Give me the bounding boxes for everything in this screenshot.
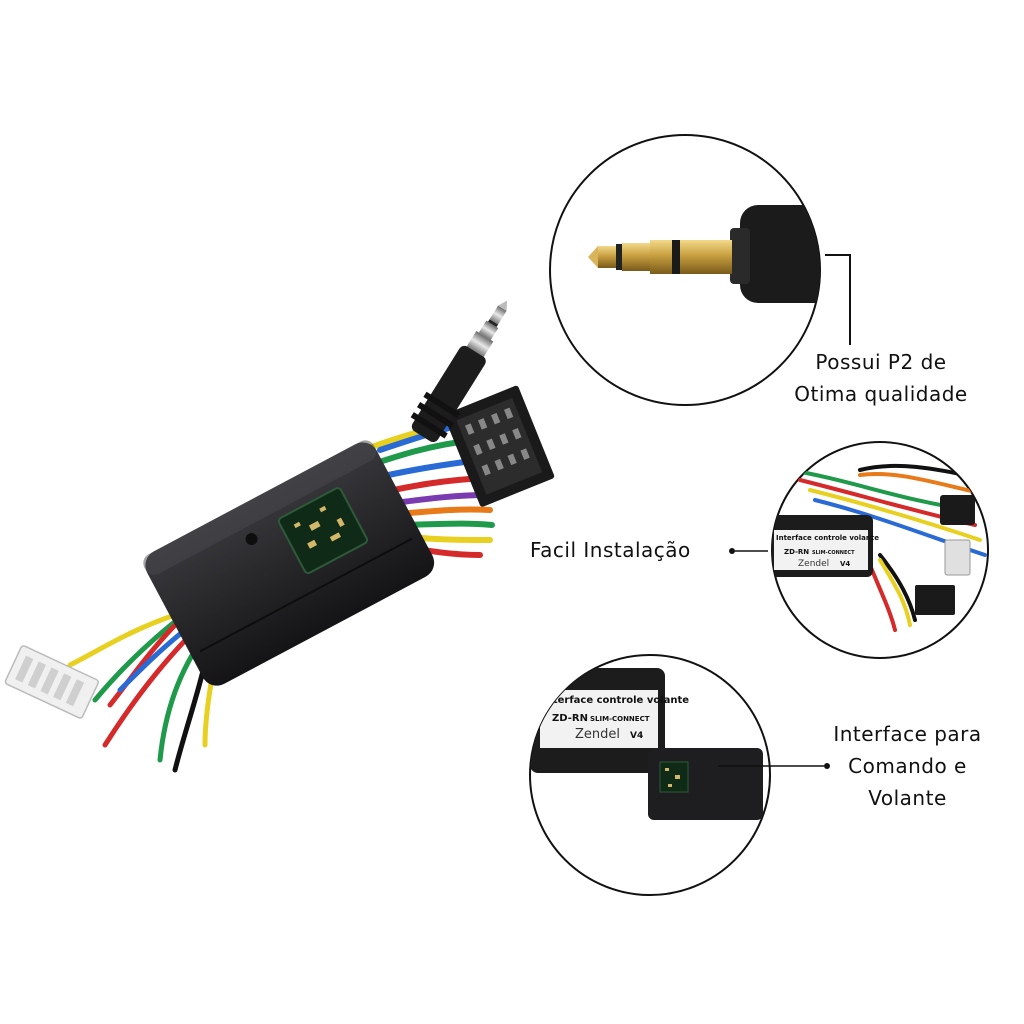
- svg-text:V4: V4: [630, 731, 643, 741]
- interface-callout-line1: Interface para: [833, 722, 982, 746]
- interface-module-box: [143, 440, 435, 686]
- interface-detail-callout: Interface controle volante ZD-RN SLIM-CO…: [529, 654, 830, 896]
- module-back-view: [648, 748, 763, 820]
- p2-leader-line: [825, 254, 851, 345]
- p2-callout-line2: Otima qualidade: [794, 382, 968, 406]
- svg-text:Interface controle volante: Interface controle volante: [542, 695, 689, 706]
- p2-jack-small: [410, 300, 508, 443]
- interface-callout-line3: Volante: [868, 786, 947, 810]
- svg-text:Zendel: Zendel: [575, 727, 620, 742]
- svg-text:Interface controle volante: Interface controle volante: [776, 534, 879, 542]
- interface-callout-label: Interface para Comando e Volante: [815, 718, 1000, 814]
- module-label-small: Interface controle volante ZD-RN SLIM-CO…: [772, 515, 879, 577]
- svg-text:V4: V4: [840, 560, 850, 568]
- interface-bullet-dot: [824, 763, 830, 769]
- install-callout-text: Facil Instalação: [530, 538, 691, 562]
- module-label-large: Interface controle volante ZD-RN SLIM-CO…: [530, 668, 689, 773]
- main-module-group: [4, 300, 555, 773]
- p2-callout-line1: Possui P2 de: [815, 350, 947, 374]
- install-callout-label: Facil Instalação: [530, 534, 691, 566]
- install-detail-callout: Interface controle volante ZD-RN SLIM-CO…: [729, 441, 989, 659]
- interface-callout-line2: Comando e: [848, 754, 967, 778]
- svg-text:SLIM-CONNECT: SLIM-CONNECT: [812, 550, 855, 556]
- svg-text:Zendel: Zendel: [798, 559, 829, 569]
- multi-pin-connector: [444, 385, 555, 507]
- svg-text:ZD-RN: ZD-RN: [552, 713, 588, 724]
- white-connector: [4, 645, 99, 719]
- p2-callout-label: Possui P2 de Otima qualidade: [776, 346, 986, 410]
- p2-detail-callout: [549, 134, 851, 406]
- svg-text:ZD-RN: ZD-RN: [784, 548, 809, 556]
- install-bullet-dot: [729, 548, 735, 554]
- svg-text:SLIM-CONNECT: SLIM-CONNECT: [590, 715, 650, 723]
